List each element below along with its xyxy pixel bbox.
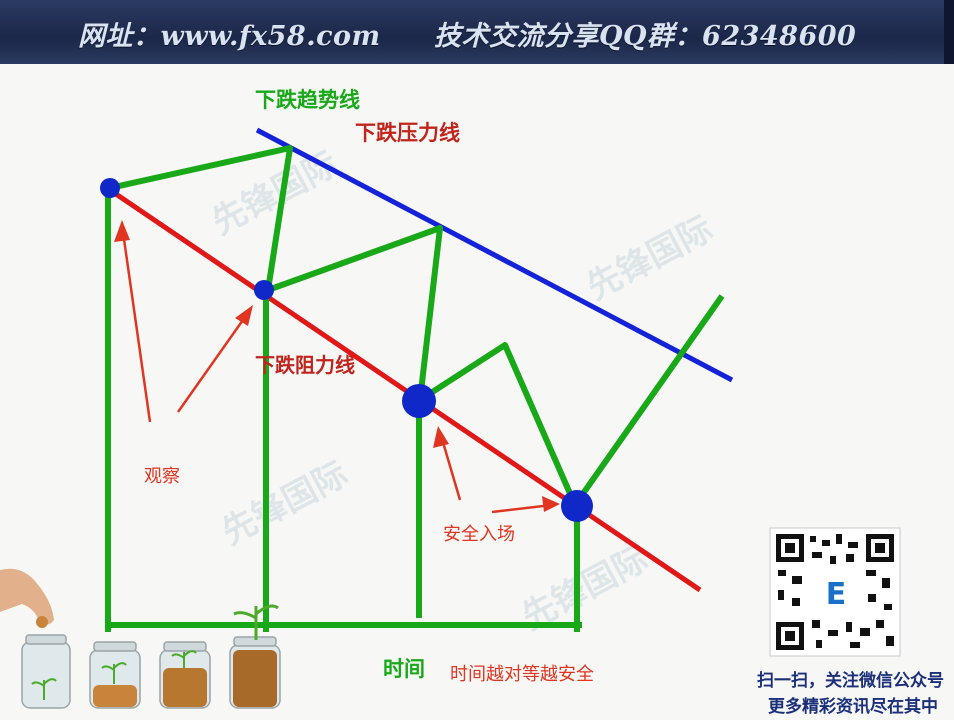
- arrow-entry-2-head: [542, 496, 560, 512]
- arrow-observe-2: [176, 309, 252, 413]
- touch-points: [100, 178, 593, 522]
- downtrend-line-label: 下跌趋势线: [255, 88, 360, 112]
- jar-3: [159, 641, 211, 709]
- jar-2: [89, 641, 141, 709]
- resistance-line: [108, 187, 702, 593]
- annotation-arrows: [114, 220, 560, 514]
- arrow-observe-1: [120, 224, 152, 423]
- resistance-line-label: 下跌阻力线: [255, 353, 355, 377]
- time-axis-label: 时间: [383, 657, 425, 681]
- green-trend-structure: [105, 145, 725, 632]
- watermark-3: 先锋国际: [215, 454, 354, 553]
- safe-entry-note: 安全入场: [443, 524, 515, 545]
- arrow-entry-1-head: [433, 426, 449, 448]
- watermark-2: 先锋国际: [580, 209, 719, 308]
- jar-4: [229, 604, 281, 709]
- node-3: [402, 384, 436, 418]
- node-4: [561, 490, 593, 522]
- pressure-line-label: 下跌压力线: [355, 121, 460, 145]
- zigzag-path: [109, 145, 725, 508]
- top-banner: 网址：www.fx58.com 技术交流分享QQ群：62348600: [0, 0, 954, 64]
- qr-code: E: [769, 527, 901, 657]
- jar-1: [21, 634, 71, 709]
- svg-text:E: E: [826, 577, 847, 612]
- pressure-line: [255, 127, 734, 383]
- node-1: [100, 178, 120, 198]
- arrow-entry-2: [491, 503, 553, 514]
- coin-jars: [21, 604, 281, 709]
- arrow-observe-2-head: [235, 305, 253, 326]
- observe-note: 观察: [144, 466, 180, 487]
- website-text: 网址：www.fx58.com: [78, 21, 381, 52]
- arrow-observe-1-head: [114, 220, 130, 242]
- node-2: [254, 280, 274, 300]
- hand-image: [0, 568, 54, 628]
- watermark-layer: 先锋国际 先锋国际 先锋国际 先锋国际: [205, 144, 719, 638]
- time-note: 时间越对等越安全: [450, 664, 594, 685]
- qr-caption-line2: 更多精彩资讯尽在其中: [768, 697, 938, 717]
- qq-group-text: 技术交流分享QQ群：62348600: [434, 21, 857, 52]
- banner-edge: [944, 0, 954, 64]
- qr-caption-line1: 扫一扫，关注微信公众号: [757, 671, 944, 691]
